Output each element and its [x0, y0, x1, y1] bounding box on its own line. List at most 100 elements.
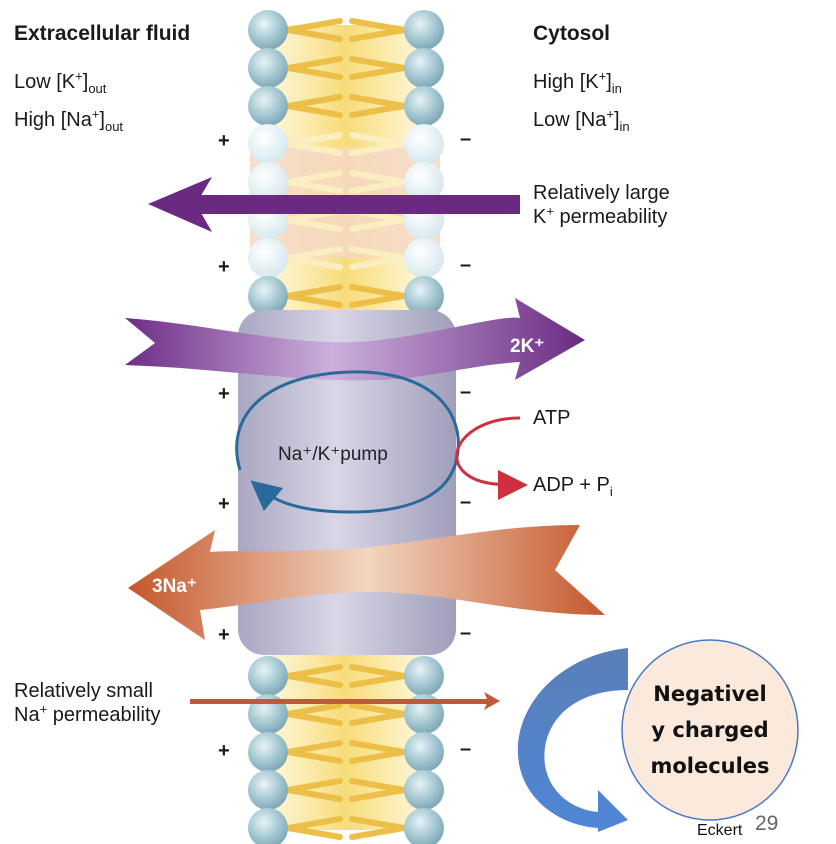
text: out — [88, 81, 107, 96]
pump-cycle-arrow — [235, 370, 460, 514]
k-pump-arrow — [125, 298, 585, 381]
lipid-tail — [285, 27, 343, 42]
curve-arrow-icon — [517, 648, 628, 832]
lipid-tail — [349, 711, 407, 726]
lipid-head — [248, 124, 288, 164]
text: molecules — [650, 754, 770, 778]
text: permeability — [553, 206, 668, 228]
text: High [Na — [14, 109, 92, 131]
lipid-head — [404, 10, 444, 50]
text: i — [609, 484, 613, 499]
text: Na — [14, 704, 40, 726]
lipid-tail — [285, 103, 343, 118]
extracellular-k-conc: Low [K+]out — [14, 68, 107, 96]
cytosol-title: Cytosol — [533, 22, 611, 45]
text: + — [91, 106, 100, 122]
text: + — [606, 106, 614, 122]
lipid-head — [404, 732, 444, 772]
negative-charge-sign: – — [460, 128, 472, 150]
text: permeability — [47, 704, 161, 726]
text: out — [104, 119, 124, 134]
lipid-head — [248, 48, 288, 88]
lipid-tail — [285, 787, 343, 802]
lipid-head — [248, 10, 288, 50]
positive-charge-sign: + — [218, 624, 230, 646]
text: ADP + P — [533, 474, 610, 496]
pump-label: Na⁺/K⁺pump — [278, 444, 388, 465]
lipid-tail — [349, 749, 407, 764]
lipid-head — [248, 808, 288, 844]
atp-label: ATP — [533, 407, 571, 429]
k-permeability-label: Relatively large K+ permeability — [533, 181, 670, 229]
text: Negativel — [653, 682, 767, 706]
lipid-tail — [285, 217, 343, 232]
lipid-tail — [285, 749, 343, 764]
lipid-tail — [349, 293, 407, 308]
lipid-head — [404, 162, 444, 202]
na-pump-arrow — [128, 525, 605, 640]
lipid-tails — [285, 18, 407, 840]
page-number: 29 — [755, 812, 779, 835]
text: Low [Na — [533, 109, 607, 131]
lipid-tail — [349, 103, 407, 118]
lipid-tail — [285, 65, 343, 80]
lipid-tail — [349, 825, 407, 840]
lipid-head — [404, 86, 444, 126]
lipid-tail — [349, 673, 407, 688]
text: in — [619, 119, 630, 134]
lipid-head — [404, 124, 444, 164]
extracellular-title: Extracellular fluid — [14, 22, 191, 45]
lipid-tail — [349, 65, 407, 80]
lipid-tail — [285, 711, 343, 726]
lipid-tail — [349, 141, 407, 156]
lipid-tail — [349, 255, 407, 270]
lipid-head — [404, 48, 444, 88]
lipid-head — [248, 276, 288, 316]
negative-charge-sign: – — [460, 381, 472, 403]
cytosol-na-conc: Low [Na+]in — [533, 106, 630, 134]
k-leak-arrow-head — [148, 177, 212, 232]
lipid-head — [248, 86, 288, 126]
text: ] — [99, 109, 105, 131]
lipid-head — [248, 770, 288, 810]
na-leak-arrow-head — [484, 692, 500, 710]
text: ] — [82, 71, 89, 93]
negative-charge-sign: – — [460, 738, 472, 760]
positive-charge-sign: + — [218, 740, 230, 762]
lipid-head — [248, 656, 288, 696]
lipid-head — [404, 238, 444, 278]
negative-molecules-label: Negativel y charged molecules — [622, 676, 798, 784]
k-pump-label: 2K⁺ — [510, 336, 544, 357]
text: + — [39, 701, 48, 717]
positive-charge-sign: + — [218, 493, 230, 515]
k-leak-arrow-shaft — [190, 195, 520, 214]
negative-charge-sign: – — [460, 254, 472, 276]
text: + — [75, 68, 83, 84]
adp-label: ADP + Pi — [533, 473, 613, 499]
text: in — [611, 81, 622, 96]
lipid-tail — [285, 141, 343, 156]
text: Relatively small — [14, 680, 153, 702]
lipid-head — [248, 238, 288, 278]
na-leak-arrow-shaft — [190, 699, 488, 704]
text: Low [K — [14, 71, 76, 93]
text: ] — [606, 71, 612, 93]
negative-molecules-circle — [621, 639, 799, 821]
positive-charge-sign: + — [218, 383, 230, 405]
na-pump-label: 3Na⁺ — [152, 576, 197, 597]
lipid-tail — [349, 787, 407, 802]
lipid-tail — [285, 673, 343, 688]
lipid-tail — [349, 27, 407, 42]
text: y charged — [651, 718, 769, 742]
text: K — [533, 206, 547, 228]
text: Relatively large — [533, 182, 670, 204]
atp-arrow — [455, 416, 528, 500]
positive-charge-sign: + — [218, 256, 230, 278]
lipid-head — [248, 732, 288, 772]
positive-charge-sign: + — [218, 130, 230, 152]
text: ] — [613, 109, 620, 131]
lipid-tail — [349, 217, 407, 232]
negative-charge-sign: – — [460, 622, 472, 644]
negative-charge-sign: – — [460, 491, 472, 513]
